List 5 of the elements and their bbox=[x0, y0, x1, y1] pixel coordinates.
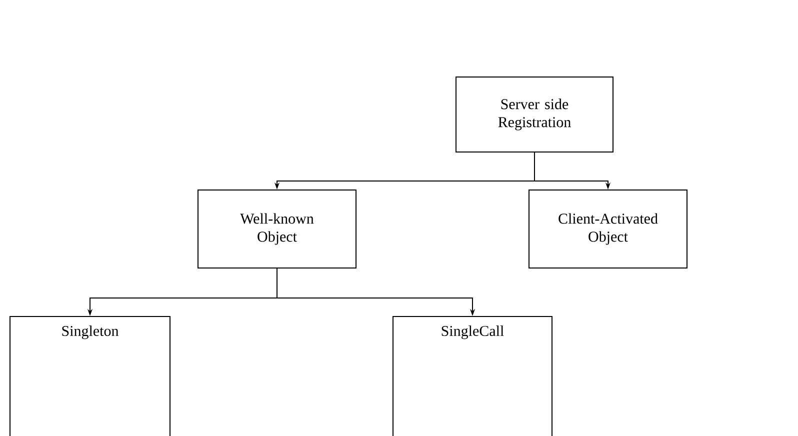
process-box: Well-known Object bbox=[198, 190, 356, 268]
process-box: Singleton bbox=[10, 316, 170, 436]
process-box: SingleCall bbox=[392, 316, 552, 436]
process-box: Server side Registration bbox=[456, 76, 614, 152]
process-box: Client-Activated Object bbox=[528, 190, 688, 268]
